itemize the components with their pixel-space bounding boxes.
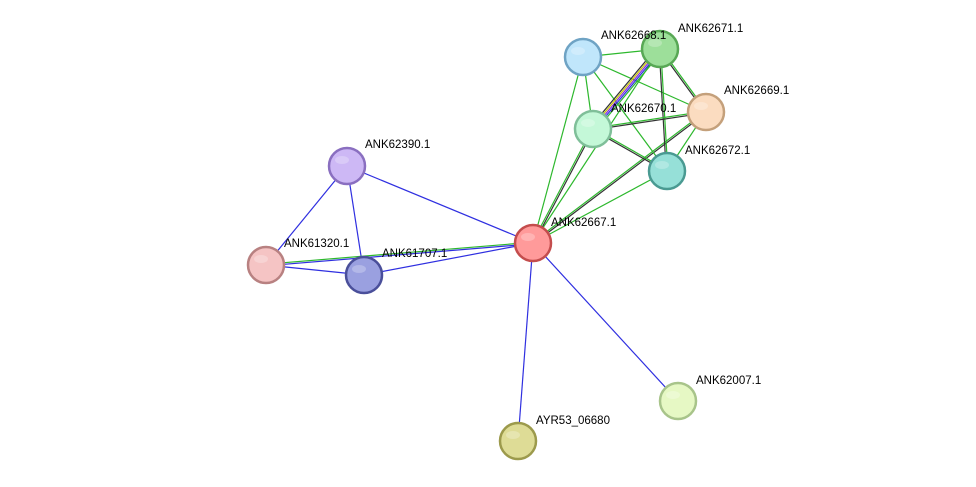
edge-channel-green bbox=[531, 128, 593, 243]
edge-ank61707-1-to-ank62667-1[interactable] bbox=[363, 242, 534, 276]
node-label-ank61320-1: ANK61320.1 bbox=[284, 238, 349, 250]
edge-channel-green bbox=[532, 110, 706, 243]
node-ank62668-1[interactable] bbox=[563, 37, 603, 77]
node-ank62667-1[interactable] bbox=[513, 223, 553, 263]
node-ank61707-1[interactable] bbox=[344, 255, 384, 295]
edge-ank62667-1-to-ank62669-1[interactable] bbox=[532, 110, 707, 245]
node-ank62670-1[interactable] bbox=[573, 109, 613, 149]
edge-channel-green bbox=[532, 56, 584, 244]
edge-channel-blue bbox=[517, 242, 534, 442]
node-label-ank62667-1: ANK62667.1 bbox=[551, 217, 616, 229]
node-highlight bbox=[506, 431, 520, 439]
edge-ank62667-1-to-ank62668-1[interactable] bbox=[532, 56, 584, 244]
edge-ank62667-1-to-ank62007-1[interactable] bbox=[532, 242, 679, 402]
edge-channel-blue bbox=[266, 243, 534, 267]
edge-channel-blue bbox=[532, 242, 679, 402]
node-ayr53-06680[interactable] bbox=[498, 421, 538, 461]
edge-channel-green bbox=[582, 56, 668, 172]
edge-ank62667-1-to-ank62670-1[interactable] bbox=[531, 128, 595, 244]
edge-channel-green bbox=[660, 48, 669, 171]
edge-ank62668-1-to-ank62672-1[interactable] bbox=[582, 56, 668, 172]
edge-ank62667-1-to-ank62672-1[interactable] bbox=[532, 170, 668, 244]
node-ank62669-1[interactable] bbox=[686, 92, 726, 132]
node-highlight bbox=[694, 102, 708, 110]
edge-channel-blue bbox=[346, 165, 534, 244]
node-label-ank62668-1: ANK62668.1 bbox=[601, 30, 666, 42]
node-label-ank62390-1: ANK62390.1 bbox=[365, 139, 430, 151]
node-highlight bbox=[655, 161, 669, 169]
edge-ank62668-1-to-ank62669-1[interactable] bbox=[582, 56, 707, 113]
labels-layer: ANK62667.1 ANK62390.1ANK61320.1ANK61707.1… bbox=[284, 23, 789, 427]
node-highlight bbox=[571, 47, 585, 55]
edge-channel-green bbox=[265, 241, 533, 265]
node-ank62671-1[interactable] bbox=[640, 29, 680, 69]
node-ank62390-1[interactable] bbox=[327, 146, 367, 186]
edge-ank62390-1-to-ank62667-1[interactable] bbox=[346, 165, 534, 244]
edge-channel-blue bbox=[363, 242, 534, 276]
node-highlight bbox=[648, 39, 662, 47]
edge-ank61320-1-to-ank62667-1[interactable] bbox=[265, 241, 534, 267]
edge-channel-black bbox=[658, 49, 667, 172]
node-label-ank62671-1: ANK62671.1 bbox=[678, 23, 743, 35]
node-ank62007-1[interactable] bbox=[658, 381, 698, 421]
node-highlight bbox=[254, 255, 268, 263]
edge-channel-black bbox=[533, 129, 595, 244]
node-label-ank62670-1: ANK62670.1 bbox=[611, 103, 676, 115]
edge-channel-black bbox=[533, 112, 707, 245]
node-highlight bbox=[521, 233, 535, 241]
edge-channel-green bbox=[532, 170, 668, 244]
node-ank61320-1[interactable] bbox=[246, 245, 286, 285]
edge-ank62667-1-to-ayr53-06680[interactable] bbox=[517, 242, 534, 442]
node-label-ank62669-1: ANK62669.1 bbox=[724, 85, 789, 97]
node-ank62672-1[interactable] bbox=[647, 151, 687, 191]
node-highlight bbox=[666, 391, 680, 399]
node-highlight bbox=[352, 265, 366, 273]
node-label-ank61707-1: ANK61707.1 bbox=[382, 248, 447, 260]
node-label-ayr53-06680: AYR53_06680 bbox=[536, 415, 610, 427]
nodes-layer bbox=[246, 29, 726, 461]
node-label-ank62672-1: ANK62672.1 bbox=[685, 145, 750, 157]
node-highlight bbox=[581, 119, 595, 127]
edge-ank62671-1-to-ank62672-1[interactable] bbox=[658, 48, 669, 172]
edge-channel-green bbox=[582, 56, 707, 113]
node-label-ank62007-1: ANK62007.1 bbox=[696, 375, 761, 387]
node-highlight bbox=[335, 156, 349, 164]
edge-ank62390-1-to-ank61320-1[interactable] bbox=[265, 165, 348, 266]
edge-channel-blue bbox=[265, 165, 348, 266]
